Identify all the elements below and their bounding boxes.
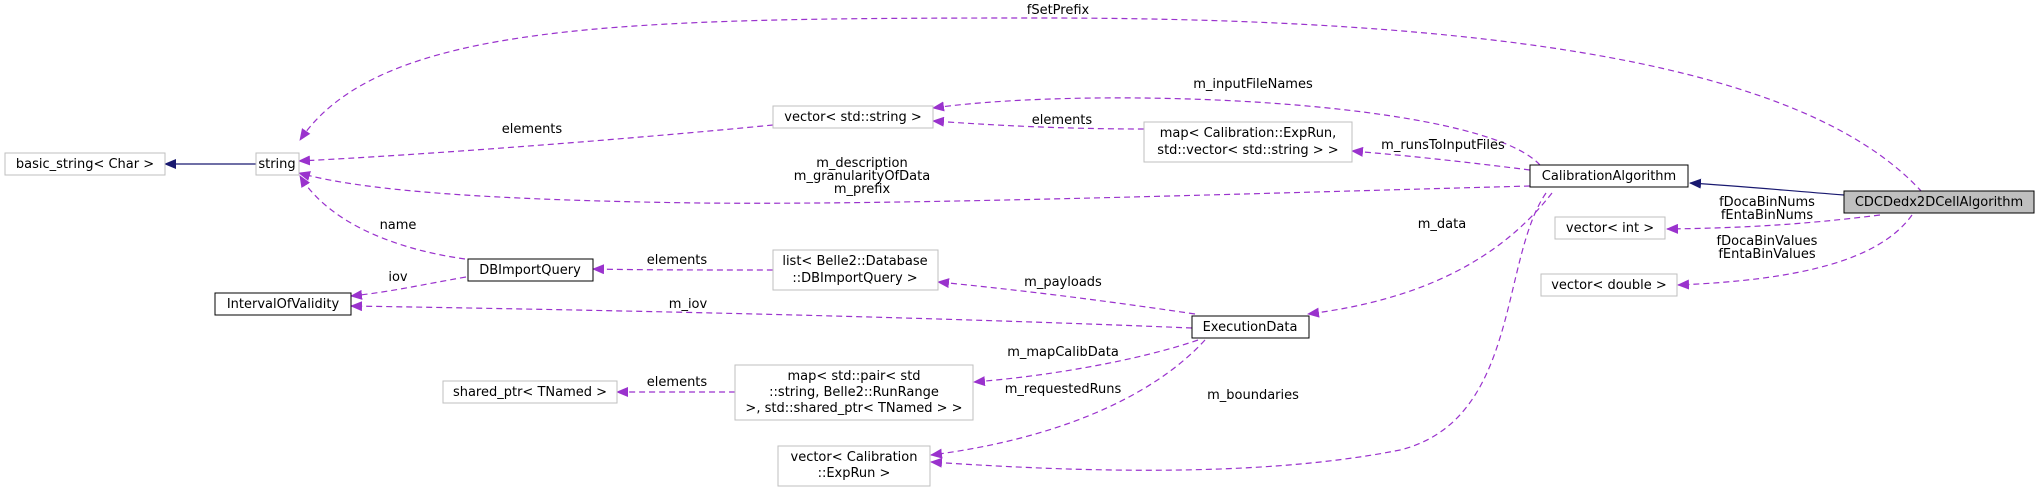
node-string[interactable]: string (255, 152, 300, 176)
node-executiondata-label: ExecutionData (1203, 320, 1298, 335)
node-calibration-algorithm[interactable]: CalibrationAlgorithm (1529, 164, 1689, 188)
edge-label-m-iov: m_iov (669, 297, 708, 312)
node-vector-std-string-label: vector< std::string > (784, 110, 921, 125)
edge-label-m-mapcalibdata: m_mapCalibData (1007, 345, 1119, 360)
node-vector-calibration-exprun[interactable]: vector< Calibration ::ExpRun > (777, 445, 931, 487)
node-vector-double[interactable]: vector< double > (1540, 273, 1678, 297)
edge-label-elements-vector-string: elements (502, 122, 563, 137)
edge-label-iov: iov (388, 270, 408, 285)
node-string-label: string (258, 157, 295, 172)
edge-label-line: fDocaBinNums (1719, 195, 1815, 210)
node-cdcdedx2dcellalgorithm-label: CDCDedx2DCellAlgorithm (1855, 195, 2023, 210)
edge-label-m-inputfilenames: m_inputFileNames (1193, 77, 1313, 92)
edge-m-runstoinputfiles (1351, 146, 1531, 171)
edge-m-mapcalibdata (973, 339, 1199, 387)
node-vector-std-string[interactable]: vector< std::string > (772, 105, 934, 129)
edge-m-requestedruns (930, 339, 1206, 459)
edge-label-m-runstoinputfiles: m_runsToInputFiles (1381, 138, 1505, 153)
node-map-std-pair[interactable]: map< std::pair< std ::string, Belle2::Ru… (734, 364, 974, 421)
node-list-belle2-database-label: list< Belle2::Database (782, 254, 927, 269)
node-shared-ptr-tnamed[interactable]: shared_ptr< TNamed > (442, 380, 618, 404)
node-executiondata[interactable]: ExecutionData (1191, 315, 1310, 339)
edge-label-line: m_granularityOfData (794, 169, 930, 184)
node-dbimportquery[interactable]: DBImportQuery (467, 258, 594, 282)
edge-label-line: elements (647, 253, 708, 268)
edge-label-elements-list: elements (647, 253, 708, 268)
edge-label-line: m_boundaries (1207, 388, 1299, 403)
edge-elements-list (592, 264, 774, 275)
edge-m-iov (350, 301, 1193, 329)
edge-label-line: fDocaBinValues (1717, 234, 1818, 249)
edge-label-line: m_runsToInputFiles (1381, 138, 1505, 153)
edge-label-line: iov (388, 270, 408, 285)
edge-m-boundaries (930, 192, 1547, 471)
edge-label-line: m_iov (669, 297, 708, 312)
edge-label-line: m_prefix (834, 182, 891, 197)
edge-m-inputfilenames (932, 97, 1541, 166)
node-map-std-pair-label: >, std::shared_ptr< TNamed > > (745, 401, 962, 416)
node-basic-string-label: basic_string< Char > (16, 157, 154, 172)
node-calibration-algorithm-label: CalibrationAlgorithm (1542, 169, 1676, 184)
node-vector-calibration-exprun-label: vector< Calibration (791, 450, 918, 465)
edge-iov (350, 276, 467, 300)
edge-elements-map-vector (932, 116, 1145, 130)
edge-m-data (1307, 192, 1553, 318)
edge-label-line: elements (1032, 113, 1093, 128)
edge-label-line: elements (502, 122, 563, 137)
edge-fsetprefix (299, 17, 1923, 193)
edge-label-name: name (380, 218, 417, 233)
edge-label-line: m_description (816, 156, 907, 171)
edge-elements-vector-string (298, 124, 774, 166)
edge-name (299, 175, 466, 260)
node-dbimportquery-label: DBImportQuery (479, 263, 581, 278)
edge-label-line: m_mapCalibData (1007, 345, 1119, 360)
node-intervalofvalidity[interactable]: IntervalOfValidity (214, 292, 352, 316)
edge-label-m-payloads: m_payloads (1024, 275, 1102, 290)
node-vector-int-label: vector< int > (1566, 221, 1654, 236)
node-vector-calibration-exprun-label: ::ExpRun > (818, 466, 891, 481)
node-cdcdedx2dcellalgorithm[interactable]: CDCDedx2DCellAlgorithm (1843, 190, 2035, 214)
edge-label-elements-shared: elements (647, 375, 708, 390)
edge-label-elements-map-vector: elements (1032, 113, 1093, 128)
edge-label-line: m_inputFileNames (1193, 77, 1313, 92)
node-list-belle2-database[interactable]: list< Belle2::Database ::DBImportQuery > (772, 249, 939, 291)
edge-label-m-data: m_data (1418, 217, 1466, 232)
edge-m-description (298, 171, 1531, 204)
edge-label-line: elements (647, 375, 708, 390)
edge-label-line: name (380, 218, 417, 233)
edge-label-line: m_requestedRuns (1005, 382, 1122, 397)
edge-label-line: fEntaBinValues (1718, 247, 1816, 262)
edge-label-line: fEntaBinNums (1721, 208, 1813, 223)
node-list-belle2-database-label: ::DBImportQuery > (792, 271, 917, 286)
node-basic-string[interactable]: basic_string< Char > (4, 152, 166, 176)
node-map-std-pair-label: map< std::pair< std (787, 369, 920, 384)
node-map-std-pair-label: ::string, Belle2::RunRange (769, 385, 939, 400)
edge-label-line: m_data (1418, 217, 1466, 232)
edge-label-fsetprefix: fSetPrefix (1027, 3, 1090, 18)
node-vector-int[interactable]: vector< int > (1554, 216, 1666, 240)
node-map-exprun-label: std::vector< std::string > > (1157, 143, 1338, 158)
node-map-exprun[interactable]: map< Calibration::ExpRun, std::vector< s… (1143, 121, 1353, 163)
edge-label-m-boundaries: m_boundaries (1207, 388, 1299, 403)
node-map-exprun-label: map< Calibration::ExpRun, (1160, 126, 1337, 141)
node-shared-ptr-tnamed-label: shared_ptr< TNamed > (453, 385, 607, 400)
node-intervalofvalidity-label: IntervalOfValidity (227, 297, 340, 312)
edge-m-payloads (937, 278, 1196, 315)
edge-fdocabinvalues (1677, 214, 1913, 290)
edge-label-m-requestedruns: m_requestedRuns (1005, 382, 1122, 397)
edge-inherit-cdc-calibration (1689, 178, 1845, 196)
edge-label-line: m_payloads (1024, 275, 1102, 290)
edge-label-line: fSetPrefix (1027, 3, 1090, 18)
node-vector-double-label: vector< double > (1551, 278, 1667, 293)
